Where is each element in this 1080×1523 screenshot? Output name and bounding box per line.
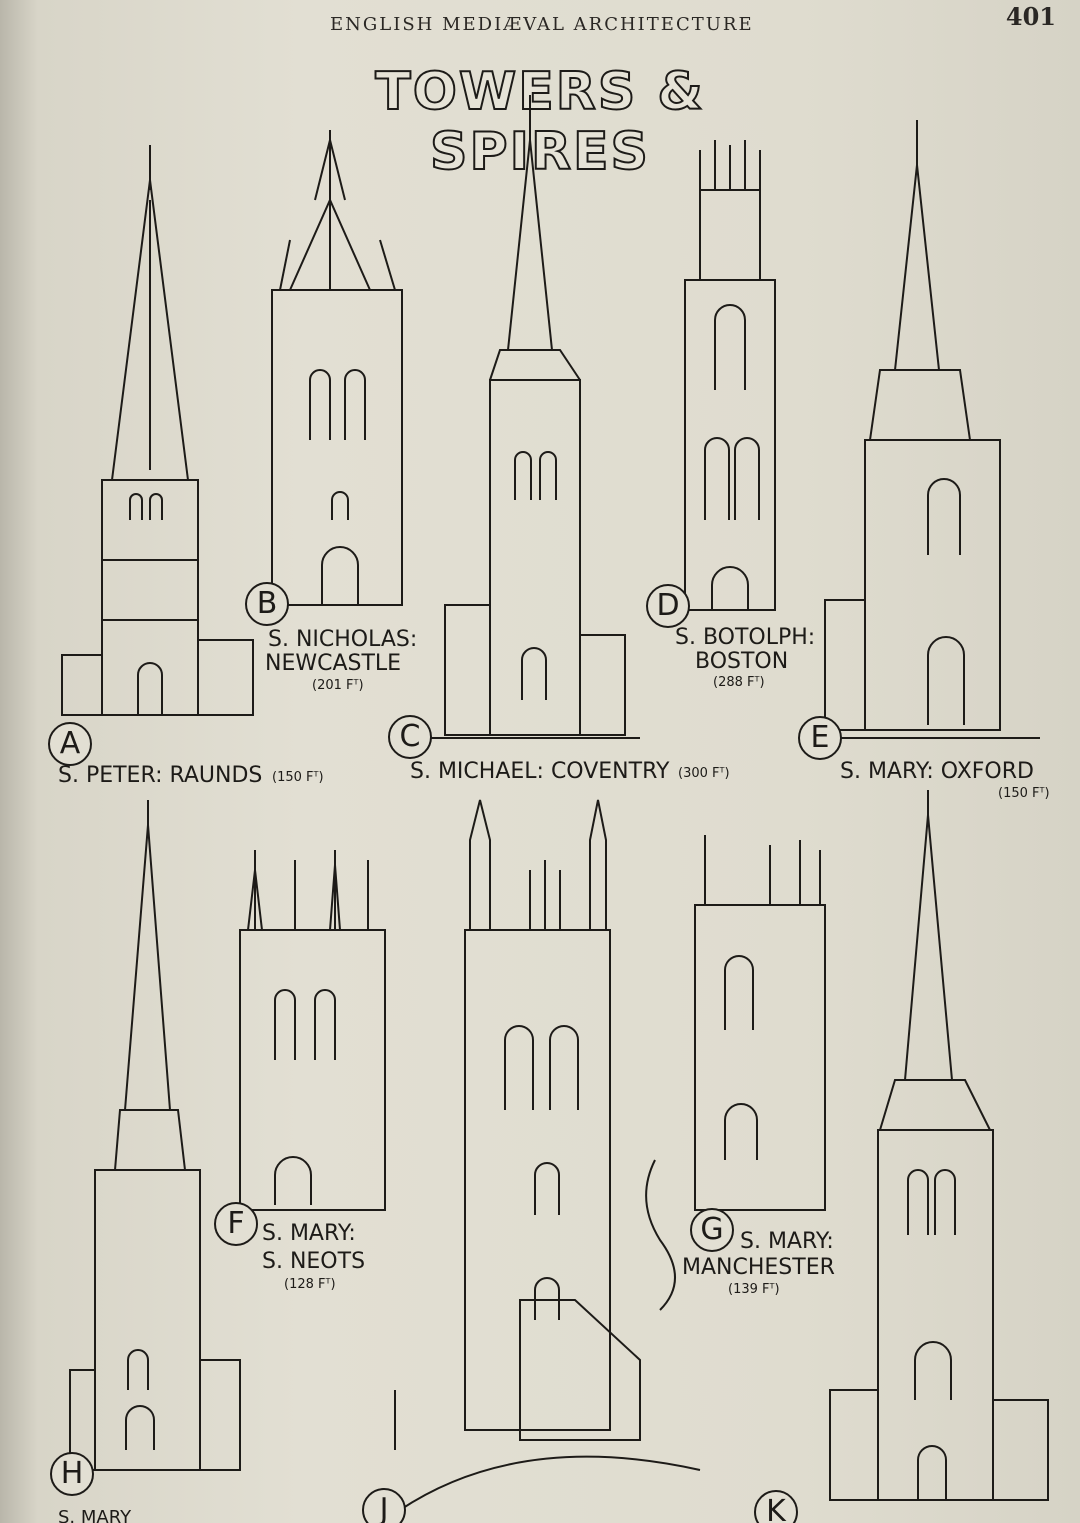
figure-letter-j: J — [362, 1488, 406, 1523]
figure-letter-c: C — [388, 715, 432, 759]
figure-caption-b-line2: NEWCASTLE — [265, 651, 402, 676]
figure-caption-f-line1: S. MARY: — [262, 1221, 356, 1246]
figure-caption-g-line2: MANCHESTER — [682, 1255, 835, 1280]
figure-caption-c: S. MICHAEL: COVENTRY — [410, 759, 670, 784]
figure-height-f: (128 Fᵀ) — [284, 1277, 336, 1292]
page-number: 401 — [1005, 2, 1056, 31]
figure-caption-g-line1: S. MARY: — [740, 1229, 834, 1254]
figure-letter-a: A — [48, 722, 92, 766]
tower-illustration-k — [829, 790, 1049, 1501]
tower-illustration-d — [684, 140, 776, 611]
tower-illustration-c — [430, 95, 640, 739]
figure-height-g: (139 Fᵀ) — [728, 1282, 780, 1297]
plate-title: TOWERS & SPIRES — [374, 61, 705, 183]
figure-letter-f: F — [214, 1202, 258, 1246]
figure-letter-g: G — [690, 1208, 734, 1252]
figure-height-e: (150 Fᵀ) — [998, 786, 1050, 801]
tower-illustration-g — [645, 835, 826, 1311]
figure-caption-a: S. PETER: RAUNDS — [58, 763, 263, 788]
tower-illustration-b — [271, 130, 403, 606]
figure-letter-d: D — [646, 584, 690, 628]
tower-illustration-j — [394, 799, 701, 1511]
figure-letter-e: E — [798, 716, 842, 760]
figure-caption-h: S. MARY — [58, 1507, 132, 1523]
tower-illustration-a — [61, 145, 254, 716]
figure-height-b: (201 Fᵀ) — [312, 678, 364, 693]
figure-caption-b-line1: S. NICHOLAS: — [268, 627, 418, 652]
figure-letter-h: H — [50, 1452, 94, 1496]
running-head: ENGLISH MEDIÆVAL ARCHITECTURE — [330, 14, 754, 35]
figure-caption-d-line2: BOSTON — [695, 649, 789, 674]
figure-letter-k: K — [754, 1490, 798, 1523]
figure-height-c: (300 Fᵀ) — [678, 766, 730, 781]
figure-caption-f-line2: S. NEOTS — [262, 1249, 366, 1274]
tower-illustration-f — [239, 850, 386, 1211]
figure-height-d: (288 Fᵀ) — [713, 675, 765, 690]
figure-letter-b: B — [245, 582, 289, 626]
figure-caption-e: S. MARY: OXFORD — [840, 759, 1034, 784]
tower-illustration-h — [69, 800, 241, 1471]
figure-caption-d-line1: S. BOTOLPH: — [675, 625, 816, 650]
tower-illustration-e — [820, 120, 1040, 739]
figure-height-a: (150 Fᵀ) — [272, 770, 324, 785]
